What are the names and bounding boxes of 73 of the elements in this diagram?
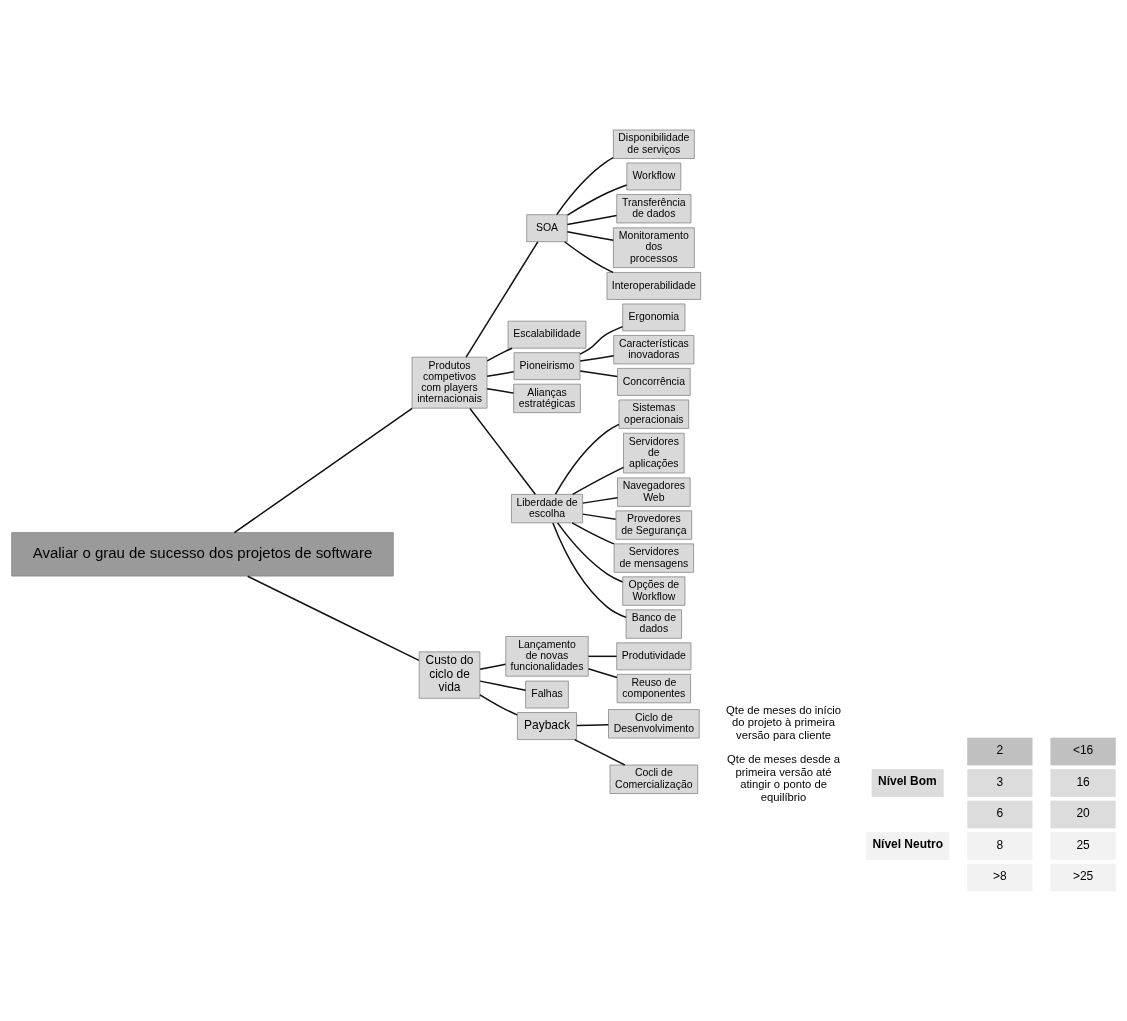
node-box: Monitoramento dos processos <box>613 227 695 268</box>
connector <box>563 241 614 274</box>
node-box: Banco de dados <box>625 609 682 639</box>
connector <box>479 694 518 716</box>
node-box: Sistemas operacionais <box>618 399 690 429</box>
connector <box>579 370 618 378</box>
node-box: Workflow <box>626 162 682 191</box>
node-box: Disponibilidade de serviços <box>613 129 695 159</box>
node-box: Produtividade <box>616 642 692 671</box>
label: 2 <box>996 743 1004 758</box>
label: 8 <box>996 837 1004 852</box>
connector <box>554 423 620 495</box>
node-box: Servidores de mensagens <box>613 543 694 573</box>
connector <box>579 325 624 355</box>
node-box: Produtos competivos com players internacionais <box>411 356 488 409</box>
connector <box>465 241 539 358</box>
node-box: Pioneirismo <box>513 352 581 381</box>
node-box: Navegadores Web <box>617 477 691 507</box>
node-box: Lançamento de novas funcionalidades <box>505 636 589 677</box>
connector <box>579 355 615 362</box>
connector <box>486 387 515 394</box>
node-label: Qte de meses desde a primeira versão até atingir o ponto de equilíbrio <box>727 752 841 804</box>
connector <box>486 347 513 362</box>
node-box: Provedores de Segurança <box>615 510 693 540</box>
label: 16 <box>1076 774 1090 789</box>
node-box: Transferência de dados <box>616 194 692 224</box>
connector <box>582 496 619 504</box>
connector <box>573 738 626 766</box>
label: Nível Bom <box>878 774 937 789</box>
node-box: Escalabilidade <box>507 320 587 349</box>
node-box: Payback <box>517 712 577 740</box>
node-box: Interoperabilidade <box>606 272 702 300</box>
connector <box>571 466 625 496</box>
connector <box>479 680 527 692</box>
label: 3 <box>996 774 1004 789</box>
node-box: Opções de Workflow <box>622 576 686 606</box>
label: <16 <box>1072 743 1094 758</box>
node-box: Avaliar o grau de sucesso dos projetos de software <box>11 532 394 577</box>
connector <box>566 231 615 242</box>
label: 20 <box>1076 806 1090 821</box>
label: Nível Neutro <box>872 837 943 852</box>
label: 6 <box>996 806 1004 821</box>
node-box: Características inovadoras <box>613 335 695 365</box>
connector <box>552 522 627 619</box>
connector <box>246 575 420 662</box>
label: >8 <box>993 869 1007 884</box>
connector <box>233 407 413 534</box>
connector <box>582 513 617 520</box>
node-box: SOA <box>526 214 568 243</box>
node-box: Custo do ciclo de vida <box>418 651 481 699</box>
node-box: Ciclo de Desenvolvimento <box>608 709 700 739</box>
node-label: Qte de meses do início do projeto à primeira versão para cliente <box>726 703 842 742</box>
connector <box>555 156 614 216</box>
label: 25 <box>1076 837 1090 852</box>
connector <box>556 522 624 583</box>
connector <box>479 663 507 670</box>
node-box: Ergonomia <box>622 303 686 332</box>
connector <box>587 655 618 658</box>
connector <box>469 407 537 495</box>
connector <box>587 668 618 679</box>
connector <box>576 724 610 727</box>
node-box: Alianças estratégicas <box>513 383 581 414</box>
connector <box>571 522 615 545</box>
node-box: Cocli de Comercialização <box>609 764 699 794</box>
label: >25 <box>1072 869 1094 884</box>
node-box: Concorrência <box>617 368 691 396</box>
node-box: Falhas <box>525 680 569 709</box>
connector <box>566 214 618 226</box>
connector <box>486 371 515 378</box>
node-box: Liberdade de escolha <box>511 494 583 524</box>
node-box: Reuso de componentes <box>616 673 691 704</box>
node-box: Servidores de aplicações <box>623 432 685 474</box>
connector <box>566 184 628 216</box>
